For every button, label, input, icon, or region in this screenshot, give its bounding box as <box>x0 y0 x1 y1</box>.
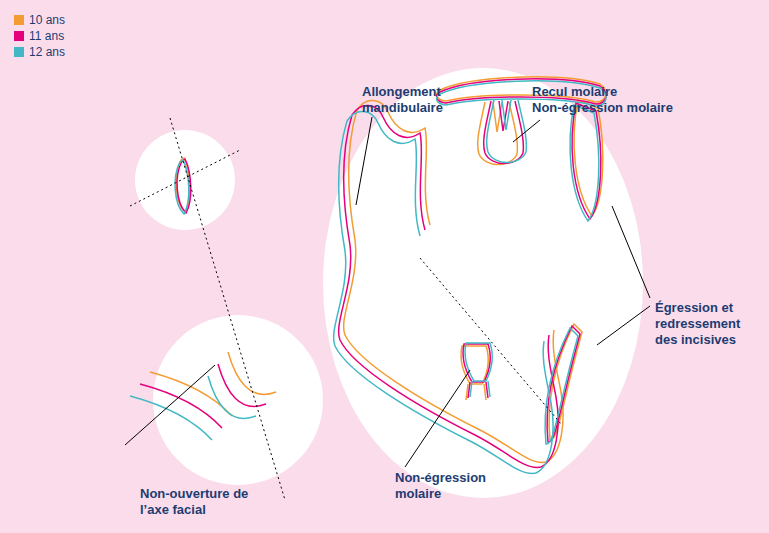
detail-circle <box>135 130 235 230</box>
annotation-label: Égression et redressement des incisives <box>655 300 759 348</box>
legend-swatch <box>14 47 24 57</box>
legend-item: 12 ans <box>14 44 65 60</box>
legend-text: 11 ans <box>29 29 64 43</box>
tracing-11 <box>140 79 606 468</box>
detail-circle <box>323 68 643 498</box>
legend-item: 10 ans <box>14 12 65 28</box>
annotation-label: Non-égression molaire <box>532 100 673 116</box>
reference-lines <box>130 118 562 500</box>
tracings <box>130 77 606 474</box>
tracing-12 <box>130 81 606 474</box>
legend-swatch <box>14 31 24 41</box>
legend-text: 10 ans <box>29 13 65 27</box>
annotation-label: Allongement mandibulaire <box>362 84 477 116</box>
annotation-label: Recul molaire <box>532 84 617 100</box>
legend-item: 11 ans <box>14 28 64 44</box>
annotation-label: Non-égression molaire <box>395 470 495 502</box>
tracing-10 <box>150 77 606 463</box>
legend-text: 12 ans <box>29 45 65 59</box>
legend-swatch <box>14 15 24 25</box>
annotation-label: Non-ouverture de l’axe facial <box>140 486 268 518</box>
leader-lines <box>125 117 650 467</box>
